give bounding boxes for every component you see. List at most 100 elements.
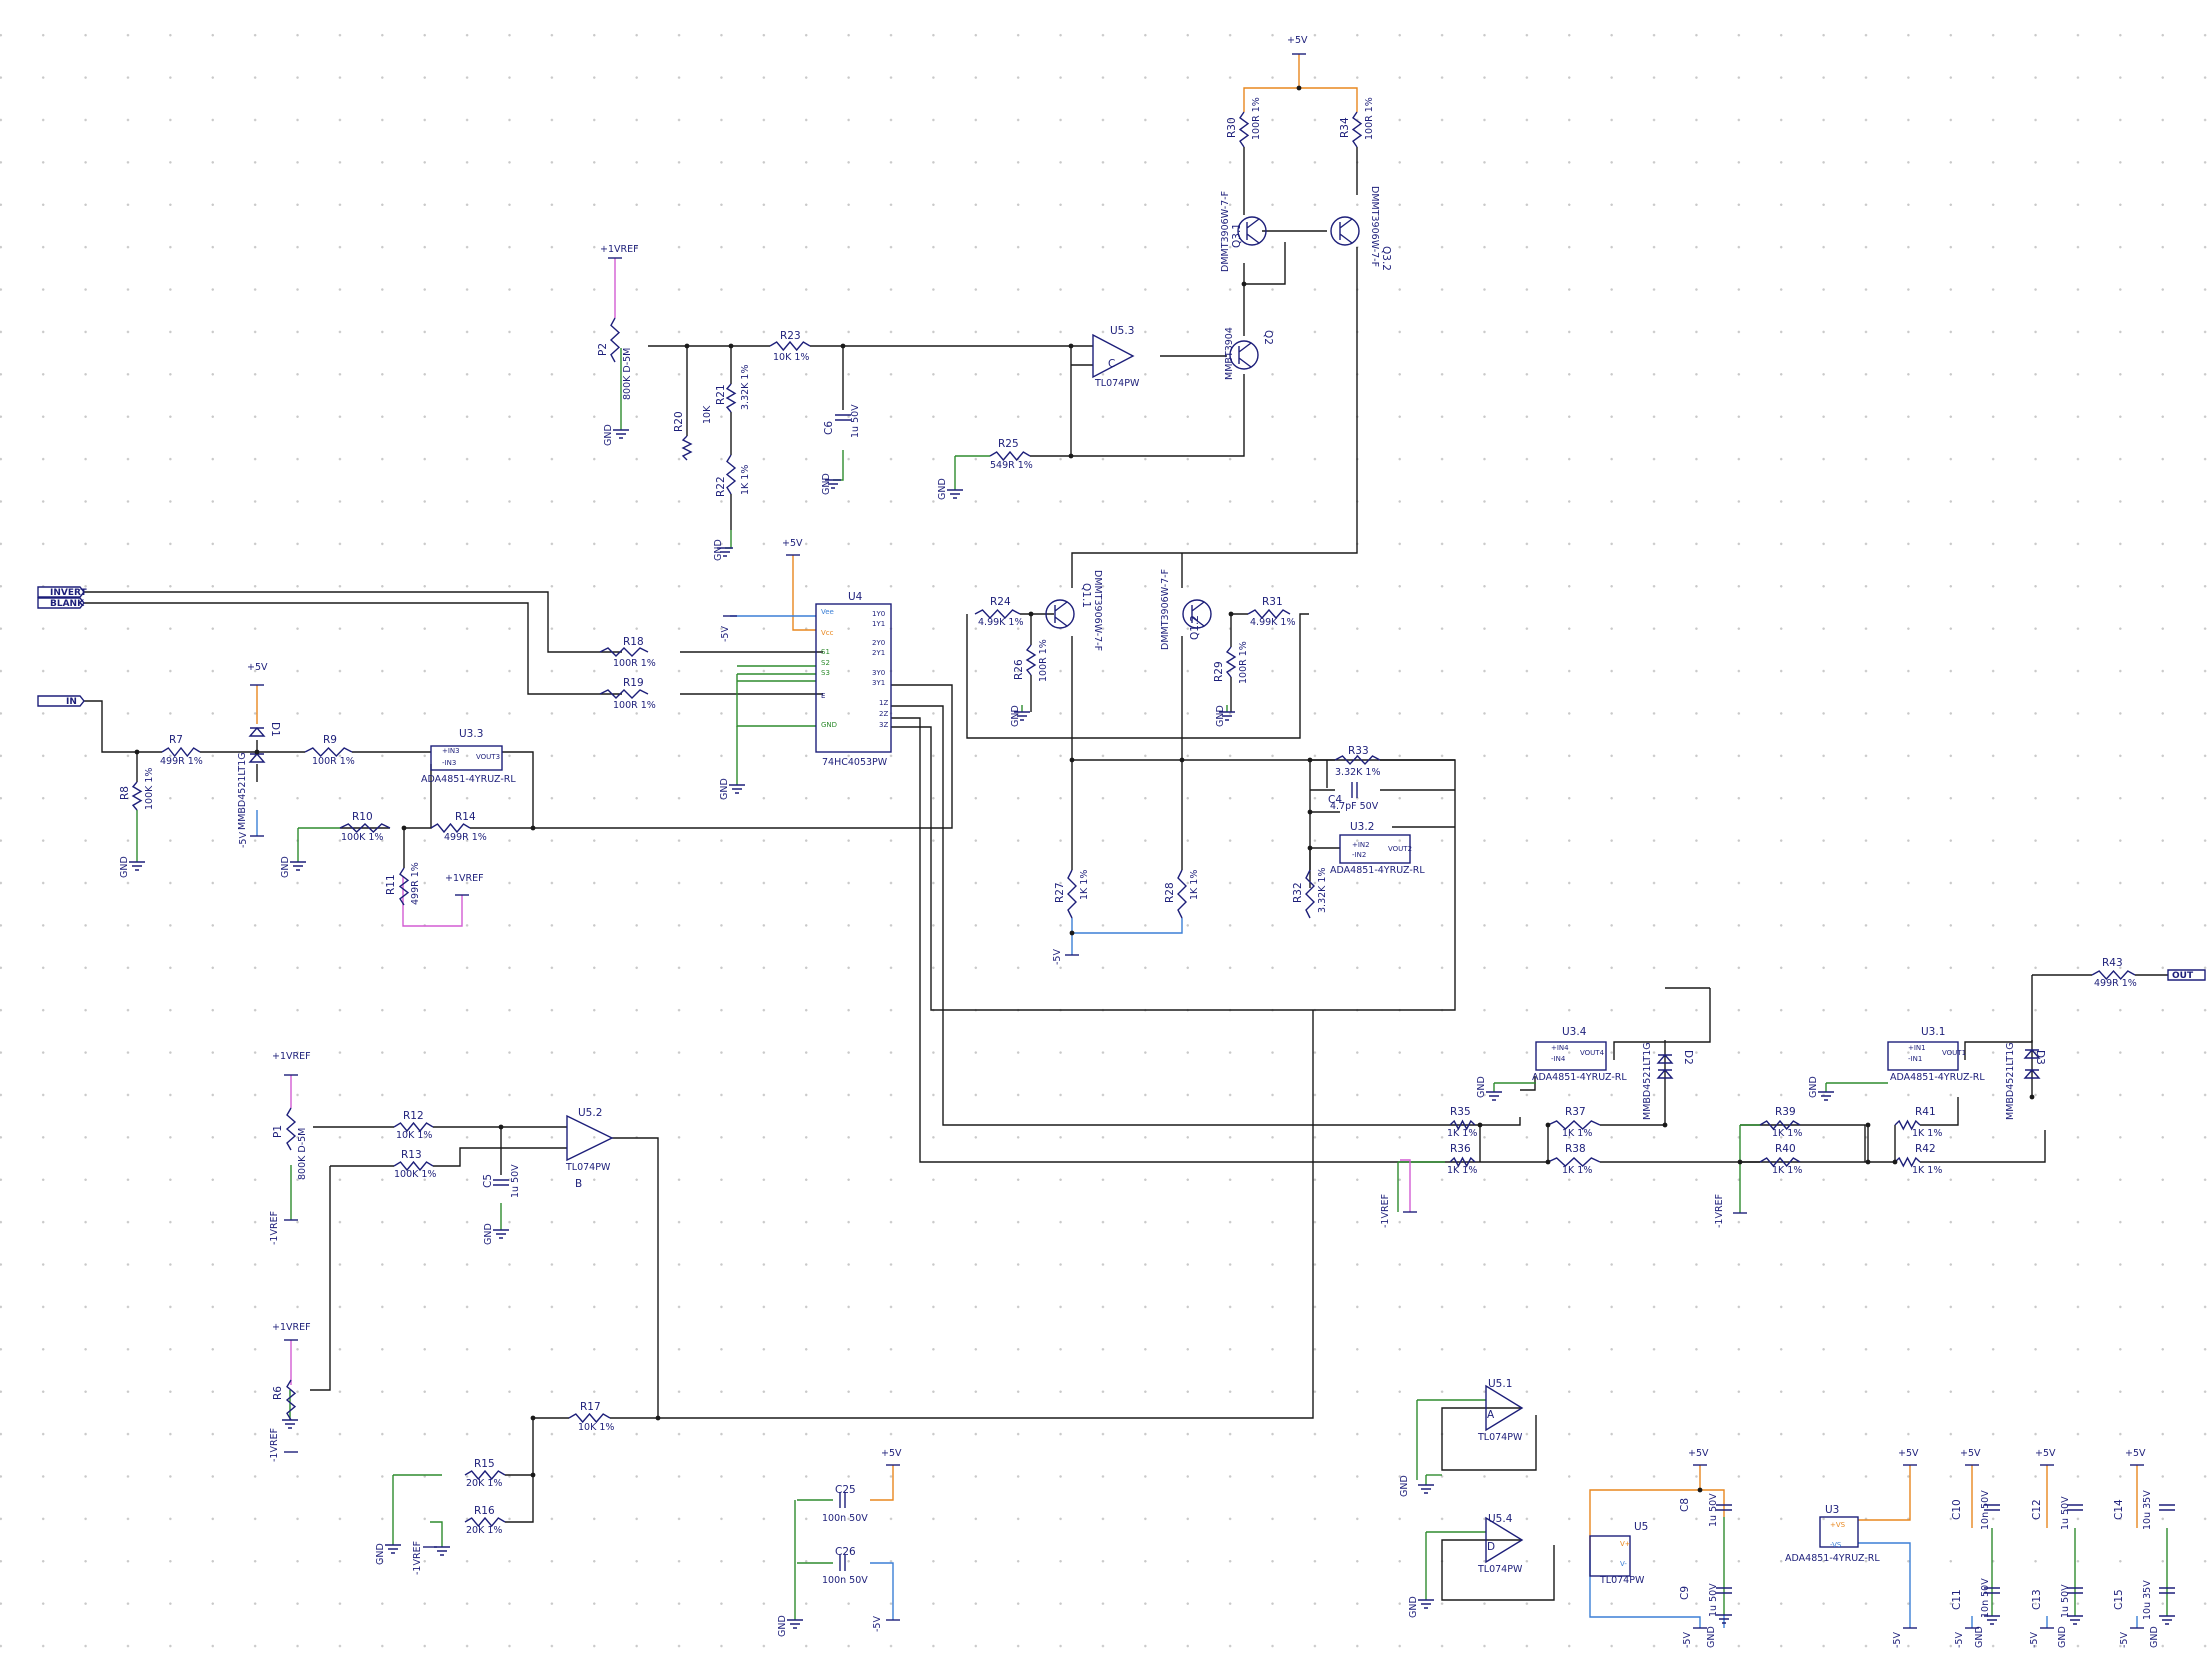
- svg-text:TL074PW: TL074PW: [565, 1162, 611, 1173]
- resistor-symbol: [339, 823, 391, 833]
- junction-dot: [2029, 1094, 2035, 1100]
- svg-text:1K 1%: 1K 1%: [1912, 1128, 1942, 1139]
- svg-text:1K 1%: 1K 1%: [1772, 1165, 1802, 1176]
- ground-symbol: [1014, 711, 1030, 721]
- junction-dot: [134, 749, 140, 755]
- svg-text:U5.4: U5.4: [1488, 1513, 1513, 1525]
- opamp-labels: U5.3 C TL074PW U5.2 B TL074PW U5.1 A TL0…: [565, 325, 1523, 1575]
- junction-dot: [655, 1415, 661, 1421]
- transistor-symbol: [1182, 599, 1212, 629]
- svg-text:U4: U4: [848, 591, 863, 603]
- plus5-label: +5V: [2125, 1448, 2146, 1459]
- svg-text:R11: R11: [385, 874, 397, 895]
- resistor-symbol: [1894, 1119, 1921, 1131]
- junction-dot: [1545, 1122, 1551, 1128]
- svg-text:GND: GND: [1476, 1076, 1487, 1098]
- svg-text:R9: R9: [323, 734, 337, 746]
- junction-dot: [498, 1124, 504, 1130]
- svg-text:-5V: -5V: [1682, 1632, 1693, 1648]
- svg-text:GND: GND: [1399, 1475, 1410, 1497]
- wires-vref: [290, 258, 1760, 1385]
- ground-symbol: [717, 547, 733, 557]
- svg-text:-5V: -5V: [872, 1616, 883, 1632]
- svg-text:10K 1%: 10K 1%: [578, 1422, 614, 1433]
- svg-text:+IN2: +IN2: [1352, 841, 1370, 849]
- resistor-symbol: [398, 867, 410, 906]
- ground-symbol: [385, 1544, 401, 1554]
- svg-text:R16: R16: [474, 1505, 495, 1517]
- diode-symbol: [1656, 1053, 1674, 1064]
- svg-text:MMBD4521LT1G: MMBD4521LT1G: [1642, 1042, 1653, 1120]
- svg-text:C5: C5: [482, 1174, 494, 1188]
- plus5-label: +5V: [1287, 35, 1308, 46]
- svg-text:TL074PW: TL074PW: [1094, 378, 1140, 389]
- junction-dot: [401, 825, 407, 831]
- junction-dot: [1179, 757, 1185, 763]
- plus1vref-label: +1VREF: [272, 1051, 311, 1062]
- svg-text:100R 1%: 100R 1%: [613, 658, 656, 669]
- svg-text:-5V: -5V: [238, 832, 249, 848]
- svg-text:S1: S1: [821, 648, 830, 656]
- svg-text:3.32K 1%: 3.32K 1%: [1335, 767, 1380, 778]
- svg-text:E: E: [821, 692, 825, 700]
- junction-dot: [1069, 757, 1075, 763]
- power-labels: +5V +5V +5V +5V +5V +5V +5V +5V +5V +1VR…: [247, 35, 2146, 1459]
- junction-dot: [1068, 453, 1074, 459]
- svg-text:R28: R28: [1164, 882, 1176, 903]
- svg-text:1K 1%: 1K 1%: [1912, 1165, 1942, 1176]
- svg-text:100K 1%: 100K 1%: [341, 832, 383, 843]
- diode-symbol: [1656, 1068, 1674, 1079]
- resistor-symbol: [2091, 969, 2136, 981]
- svg-text:S3: S3: [821, 669, 830, 677]
- svg-text:-1VREF: -1VREF: [1714, 1194, 1725, 1228]
- plus5-label: +5V: [2035, 1448, 2056, 1459]
- svg-text:TL074PW: TL074PW: [1599, 1575, 1645, 1586]
- svg-text:D: D: [1487, 1541, 1495, 1553]
- svg-text:C11: C11: [1951, 1589, 1963, 1610]
- svg-text:U5.2: U5.2: [578, 1107, 602, 1119]
- svg-text:GND: GND: [483, 1223, 494, 1245]
- svg-text:3Z: 3Z: [879, 721, 888, 729]
- svg-text:499R 1%: 499R 1%: [444, 832, 487, 843]
- svg-text:100n 50V: 100n 50V: [822, 1575, 868, 1586]
- svg-text:C9: C9: [1679, 1586, 1691, 1600]
- svg-text:OUT: OUT: [2172, 971, 2194, 981]
- svg-text:-1VREF: -1VREF: [269, 1428, 280, 1462]
- svg-text:-VS: -VS: [1830, 1541, 1842, 1549]
- svg-text:R13: R13: [401, 1149, 422, 1161]
- resistor-symbol: [304, 746, 353, 758]
- svg-text:499R 1%: 499R 1%: [160, 756, 203, 767]
- svg-text:ADA4851-4YRUZ-RL: ADA4851-4YRUZ-RL: [1890, 1072, 1985, 1083]
- junction-dot: [1662, 1122, 1668, 1128]
- svg-text:-1VREF: -1VREF: [412, 1541, 423, 1575]
- svg-text:4.7pF 50V: 4.7pF 50V: [1330, 801, 1379, 812]
- svg-text:C26: C26: [835, 1546, 856, 1558]
- junction-dot: [1307, 757, 1313, 763]
- svg-text:1K 1%: 1K 1%: [1079, 870, 1090, 900]
- svg-text:-5V: -5V: [1052, 949, 1063, 965]
- resistor-symbol: [974, 608, 1021, 620]
- svg-text:D1: D1: [269, 722, 281, 737]
- plus1vref-label: +1VREF: [272, 1322, 311, 1333]
- svg-text:100n 50V: 100n 50V: [822, 1513, 868, 1524]
- capacitor-symbol: [1351, 782, 1358, 798]
- svg-text:3Y1: 3Y1: [872, 679, 885, 687]
- svg-text:R22: R22: [715, 476, 727, 497]
- svg-text:D3: D3: [2034, 1050, 2046, 1065]
- diode-symbol: [248, 726, 266, 737]
- svg-text:100R 1%: 100R 1%: [1238, 641, 1249, 684]
- svg-text:-1VREF: -1VREF: [269, 1211, 280, 1245]
- junction-dot: [1737, 1159, 1743, 1165]
- svg-text:C14: C14: [2113, 1499, 2125, 1520]
- svg-text:IN: IN: [66, 697, 77, 707]
- svg-text:INVERT: INVERT: [50, 588, 88, 598]
- resistor-symbol: [769, 340, 811, 352]
- transistor-symbol: [1246, 218, 1260, 244]
- wires-minus5: [256, 615, 2138, 1628]
- svg-text:-IN2: -IN2: [1352, 851, 1366, 859]
- svg-text:R18: R18: [623, 636, 644, 648]
- svg-text:74HC4053PW: 74HC4053PW: [822, 757, 888, 768]
- port-in: IN: [37, 695, 85, 707]
- svg-text:GND: GND: [777, 1615, 788, 1637]
